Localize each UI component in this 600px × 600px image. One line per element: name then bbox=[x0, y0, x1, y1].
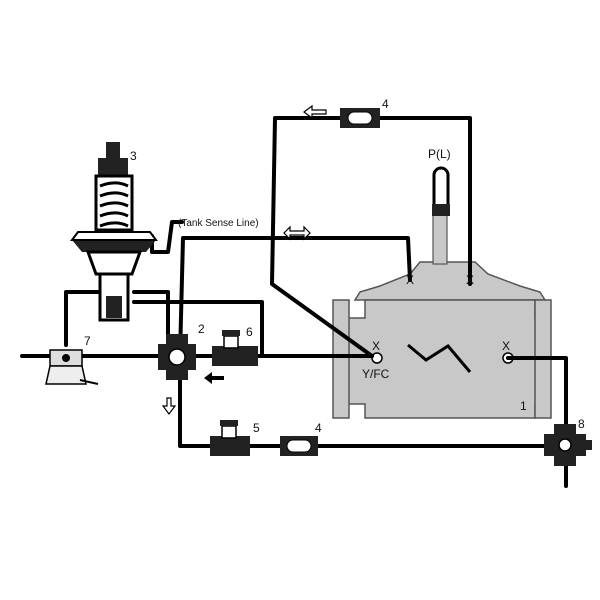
position-indicator bbox=[432, 166, 450, 216]
outlet-to-cock bbox=[506, 356, 568, 432]
valve-stem bbox=[432, 207, 448, 265]
drain-down bbox=[178, 368, 212, 448]
pilot-to-tee bbox=[132, 290, 170, 342]
labels: 1 2 3 4 4 5 6 7 8 P(L) (Tank Sense Line)… bbox=[84, 97, 585, 435]
tank-sense-line bbox=[178, 236, 412, 358]
arrow-icon-drain bbox=[161, 397, 177, 415]
label-yfc: Y/FC bbox=[362, 367, 390, 381]
strainer-bottom bbox=[280, 436, 318, 456]
label-2: 2 bbox=[198, 322, 205, 336]
valve-cover bbox=[353, 261, 547, 301]
inlet-flange bbox=[332, 299, 350, 419]
line-to-top-strainer bbox=[270, 116, 374, 358]
pilot-to-float bbox=[64, 290, 105, 347]
valve-seat bbox=[407, 343, 472, 373]
label-4-top: 4 bbox=[382, 97, 389, 111]
label-4-bottom: 4 bbox=[315, 421, 322, 435]
tee-fitting bbox=[158, 334, 196, 380]
label-x-right: X bbox=[502, 339, 510, 353]
label-8: 8 bbox=[578, 417, 585, 431]
flow-arrows bbox=[161, 104, 327, 415]
label-6: 6 bbox=[246, 325, 253, 339]
arrow-icon-return bbox=[204, 372, 224, 384]
label-1: 1 bbox=[520, 399, 527, 413]
strainer-top bbox=[340, 108, 380, 128]
pilot-regulator bbox=[70, 142, 158, 322]
label-tank-sense: (Tank Sense Line) bbox=[178, 218, 259, 229]
pilot-return bbox=[132, 300, 264, 358]
line-to-cover bbox=[378, 116, 472, 286]
label-5: 5 bbox=[253, 421, 260, 435]
isolation-cock bbox=[544, 424, 592, 466]
label-pl: P(L) bbox=[428, 147, 451, 161]
float-control bbox=[45, 349, 99, 385]
double-arrow-icon bbox=[283, 225, 311, 241]
needle-valve-bottom bbox=[210, 420, 250, 456]
label-x-top-left: X bbox=[406, 273, 414, 287]
needle-valve-top bbox=[212, 330, 258, 366]
label-3: 3 bbox=[130, 149, 137, 163]
label-x-top-right: X bbox=[466, 273, 474, 287]
arrow-icon-top bbox=[303, 104, 327, 120]
label-7: 7 bbox=[84, 334, 91, 348]
label-x-left: X bbox=[372, 339, 380, 353]
port-inlet bbox=[371, 352, 383, 364]
